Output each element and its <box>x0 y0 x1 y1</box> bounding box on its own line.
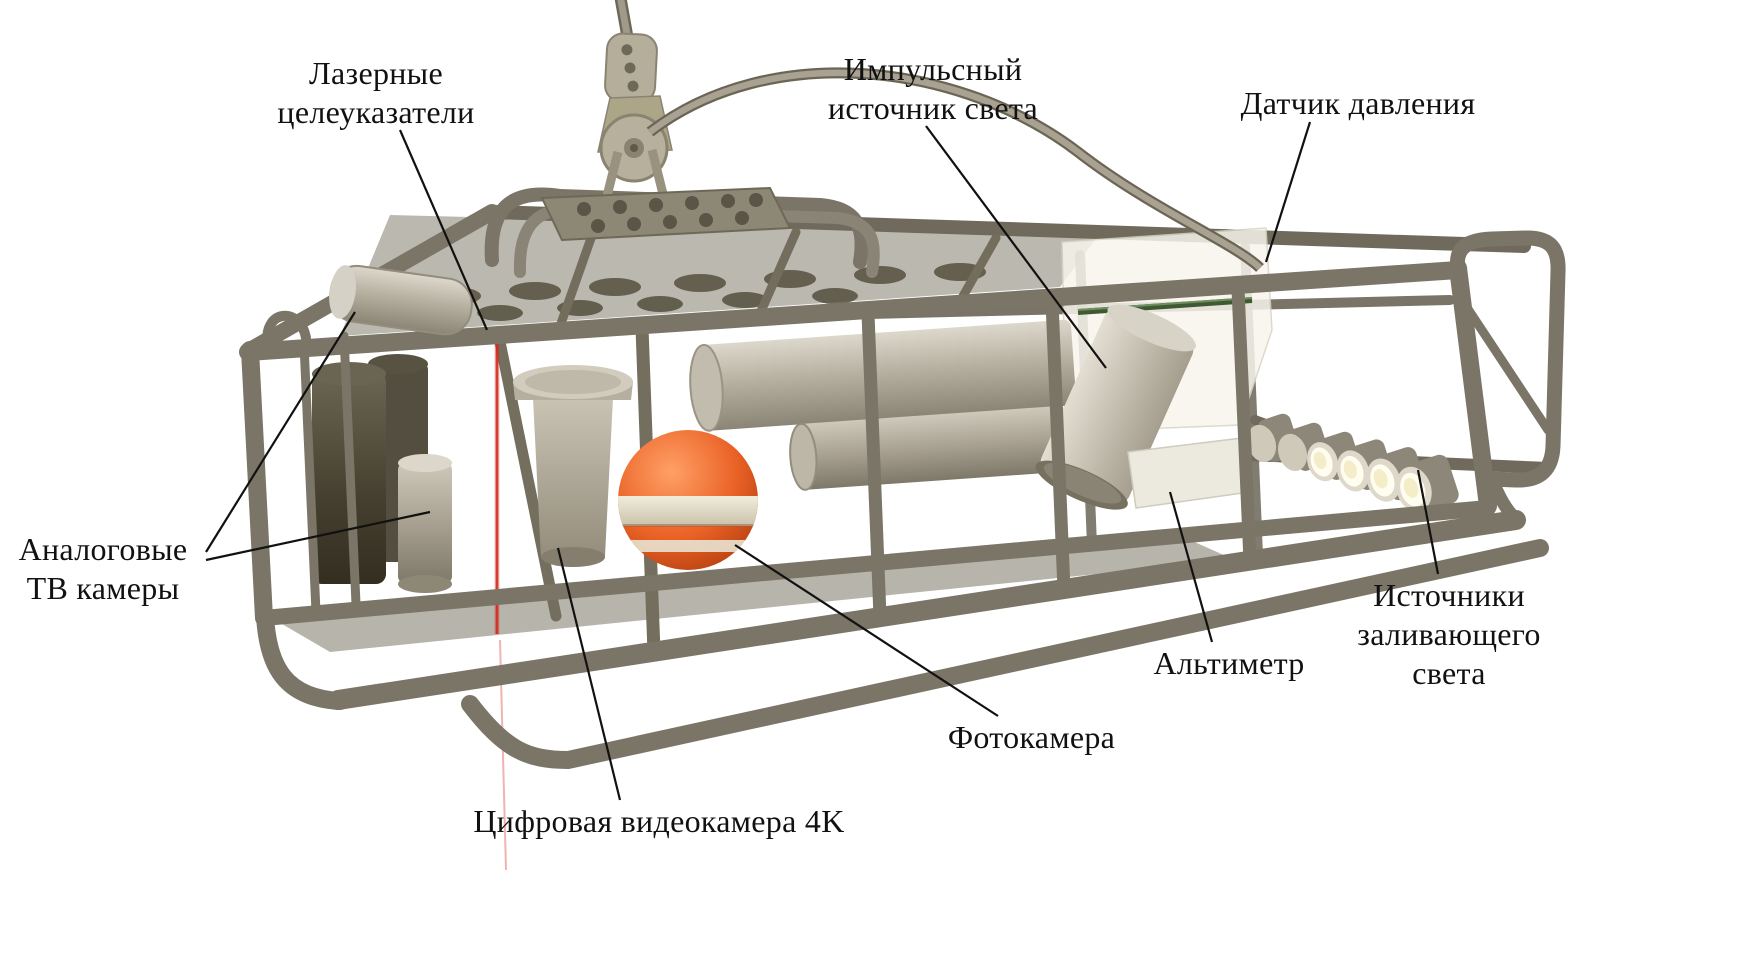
digital-video-camera-4k <box>513 365 633 567</box>
photo-camera-sphere <box>618 430 758 570</box>
label-analog-tv-cameras: Аналоговые ТВ камеры <box>18 531 188 607</box>
tow-assembly <box>540 0 1264 273</box>
leader-video-camera-4k <box>556 547 622 801</box>
frame-front <box>239 204 1566 770</box>
analog-tv-cameras <box>312 354 452 593</box>
leader-pulsed-light <box>925 125 1107 369</box>
top-deck <box>340 215 1100 336</box>
label-pulsed-light-source: Импульсный источник света <box>827 51 1039 127</box>
leader-analog-cameras-2 <box>205 510 431 562</box>
flood-lights <box>1246 413 1459 512</box>
leader-laser-pointers <box>398 129 489 331</box>
label-altimeter: Альтиметр <box>1153 645 1305 681</box>
leader-lines <box>205 121 1440 801</box>
laser-pointers-unit <box>329 264 473 336</box>
mid-shelf <box>282 540 1235 652</box>
leader-altimeter <box>1168 491 1214 643</box>
leader-analog-cameras-1 <box>205 311 356 553</box>
leader-photo-camera <box>734 544 999 717</box>
label-laser-pointers: Лазерные целеуказатели <box>277 55 475 131</box>
label-photo-camera: Фотокамера <box>947 719 1116 755</box>
label-flood-light-sources: Источники заливающего света <box>1357 577 1541 692</box>
label-digital-video-camera-4k: Цифровая видеокамера 4K <box>473 803 845 839</box>
label-pressure-sensor: Датчик давления <box>1240 85 1476 121</box>
leader-pressure-sensor <box>1264 121 1312 263</box>
leader-flood-lights <box>1416 469 1440 575</box>
